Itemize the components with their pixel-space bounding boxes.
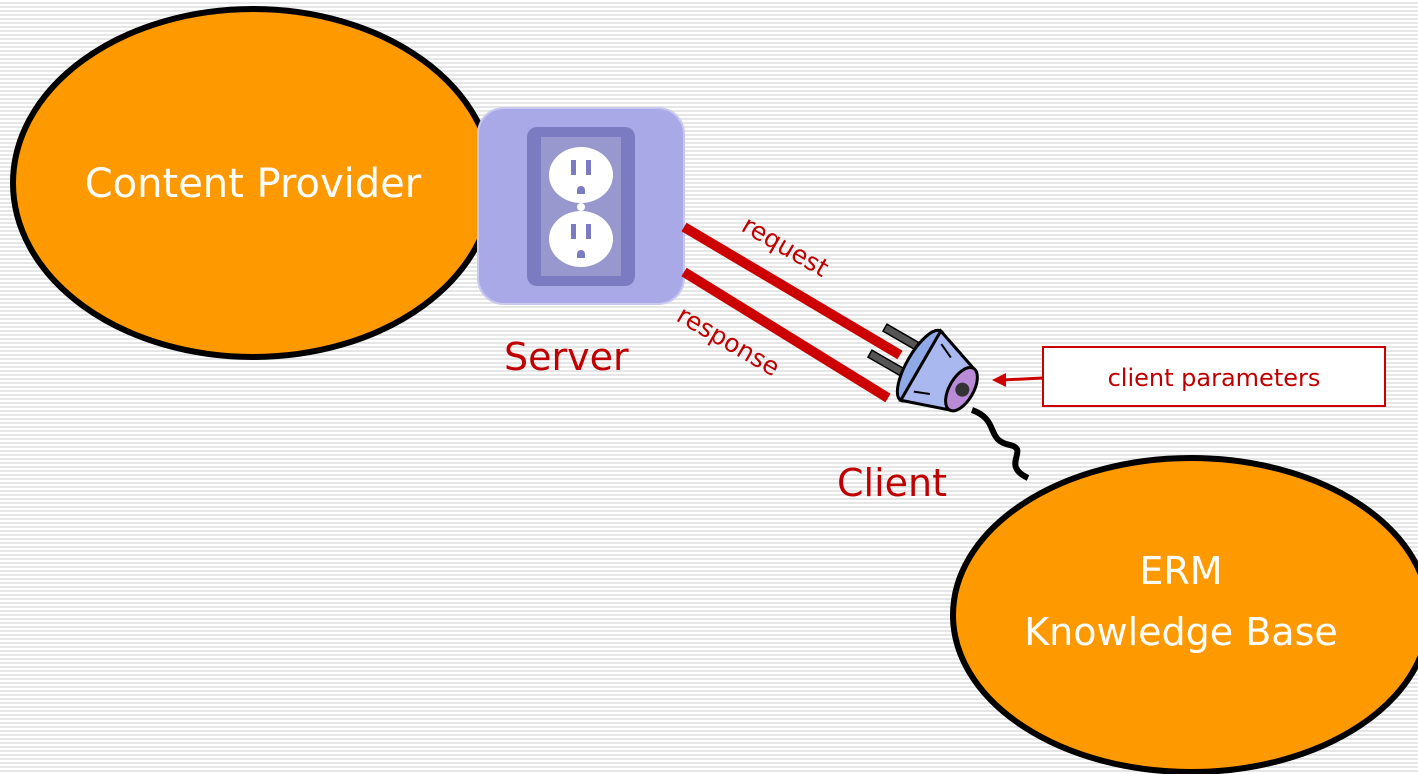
content-provider-label: Content Provider [85,161,422,207]
erm-label-line2: Knowledge Base [1024,610,1338,654]
server-outlet-icon [477,107,685,305]
server-label: Server [504,335,629,379]
client-label: Client [837,461,947,505]
erm-knowledge-base-node: ERM Knowledge Base [950,455,1418,774]
plug-cord [970,407,1030,481]
request-line [681,222,903,360]
response-line [681,267,891,403]
client-plug-icon [866,323,979,413]
client-parameters-callout: client parameters [992,346,1386,407]
client-parameters-box [1042,346,1386,407]
response-label: response [672,300,785,382]
erm-ellipse [950,455,1418,774]
connection-lines [681,222,903,403]
erm-label-line1: ERM [1139,549,1222,593]
client-parameters-label: client parameters [1108,364,1321,392]
content-provider-node: Content Provider [10,6,496,360]
